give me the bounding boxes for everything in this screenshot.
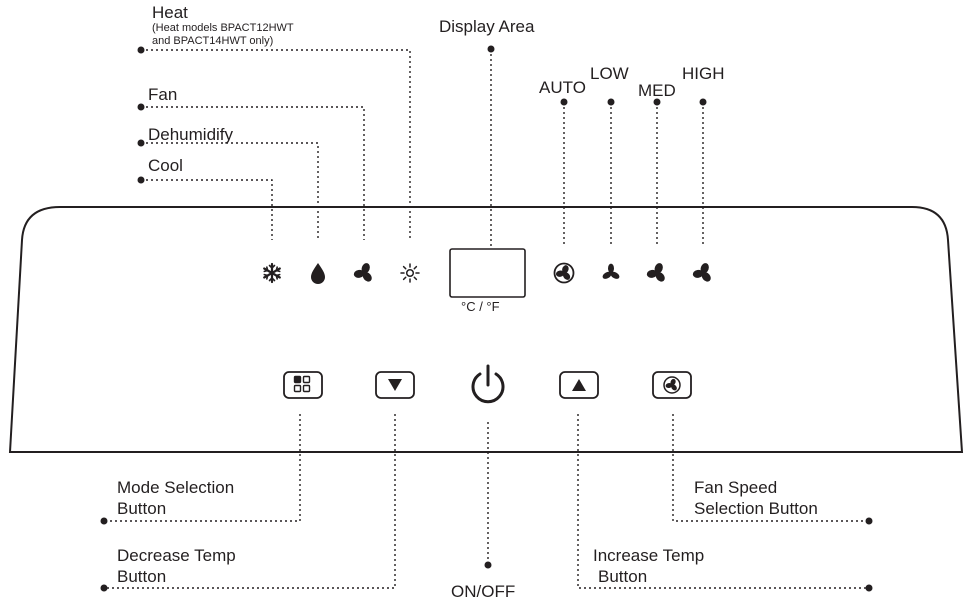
leader-cool <box>141 179 273 240</box>
dot-dehumidify <box>137 139 145 147</box>
temp-unit-label: °C / °F <box>461 299 500 314</box>
label-fanspeed-1: Fan Speed <box>694 478 778 497</box>
label-dehumidify: Dehumidify <box>148 125 234 144</box>
label-auto: AUTO <box>539 78 586 97</box>
dot-high <box>699 98 707 106</box>
dot-increase <box>865 584 873 592</box>
dot-low <box>607 98 615 106</box>
panel-outline <box>8 206 964 453</box>
dot-med <box>653 98 661 106</box>
dot-fan <box>137 103 145 111</box>
dot-mode <box>100 517 108 525</box>
fan-speed-icon <box>663 376 681 394</box>
fan-speed-button[interactable] <box>652 371 692 399</box>
sun-icon <box>400 263 420 283</box>
fan-low-icon <box>602 263 620 279</box>
snowflake-icon <box>263 262 281 284</box>
label-med: MED <box>638 81 676 100</box>
increase-temp-button[interactable] <box>559 371 599 399</box>
label-mode-1: Mode Selection <box>117 478 235 497</box>
label-cool: Cool <box>148 156 183 175</box>
dot-auto <box>560 98 568 106</box>
label-low: LOW <box>590 64 629 83</box>
label-onoff: ON/OFF <box>451 582 516 601</box>
leader-fanspeed <box>672 414 869 522</box>
power-button[interactable] <box>471 364 505 404</box>
fan-med-icon <box>646 261 667 284</box>
label-fanspeed-2: Selection Button <box>694 499 818 518</box>
power-icon <box>471 372 505 404</box>
mode-grid-icon <box>293 375 311 393</box>
mode-selection-button[interactable] <box>283 371 323 399</box>
fan-icon <box>353 261 374 284</box>
dot-onoff <box>484 561 492 569</box>
label-heat-note-1: (Heat models BPACT12HWT <box>152 22 294 34</box>
leader-heat <box>141 49 411 240</box>
label-heat: Heat <box>152 3 188 22</box>
label-mode-2: Button <box>117 499 167 518</box>
label-decrease-1: Decrease Temp <box>117 546 236 565</box>
display-area <box>449 248 526 298</box>
label-high: HIGH <box>682 64 725 83</box>
label-decrease-2: Button <box>117 567 167 586</box>
dot-cool <box>137 176 145 184</box>
fan-high-icon <box>692 261 713 284</box>
decrease-temp-button[interactable] <box>375 371 415 399</box>
dot-display <box>487 45 495 53</box>
label-increase-1: Increase Temp <box>593 546 705 565</box>
fan-auto-icon <box>553 262 575 284</box>
label-increase-2: Button <box>598 567 648 586</box>
leader-dehumidify <box>141 142 319 240</box>
dot-decrease <box>100 584 108 592</box>
water-drop-icon <box>311 263 325 284</box>
label-heat-note-2: and BPACT14HWT only) <box>152 35 274 47</box>
arrow-down-icon <box>388 379 402 391</box>
label-fan: Fan <box>148 85 178 104</box>
dot-heat <box>137 46 145 54</box>
leader-mode <box>104 414 301 522</box>
label-display-area: Display Area <box>439 17 535 36</box>
dot-fanspeed <box>865 517 873 525</box>
arrow-up-icon <box>572 379 586 391</box>
leader-fan <box>141 106 365 240</box>
